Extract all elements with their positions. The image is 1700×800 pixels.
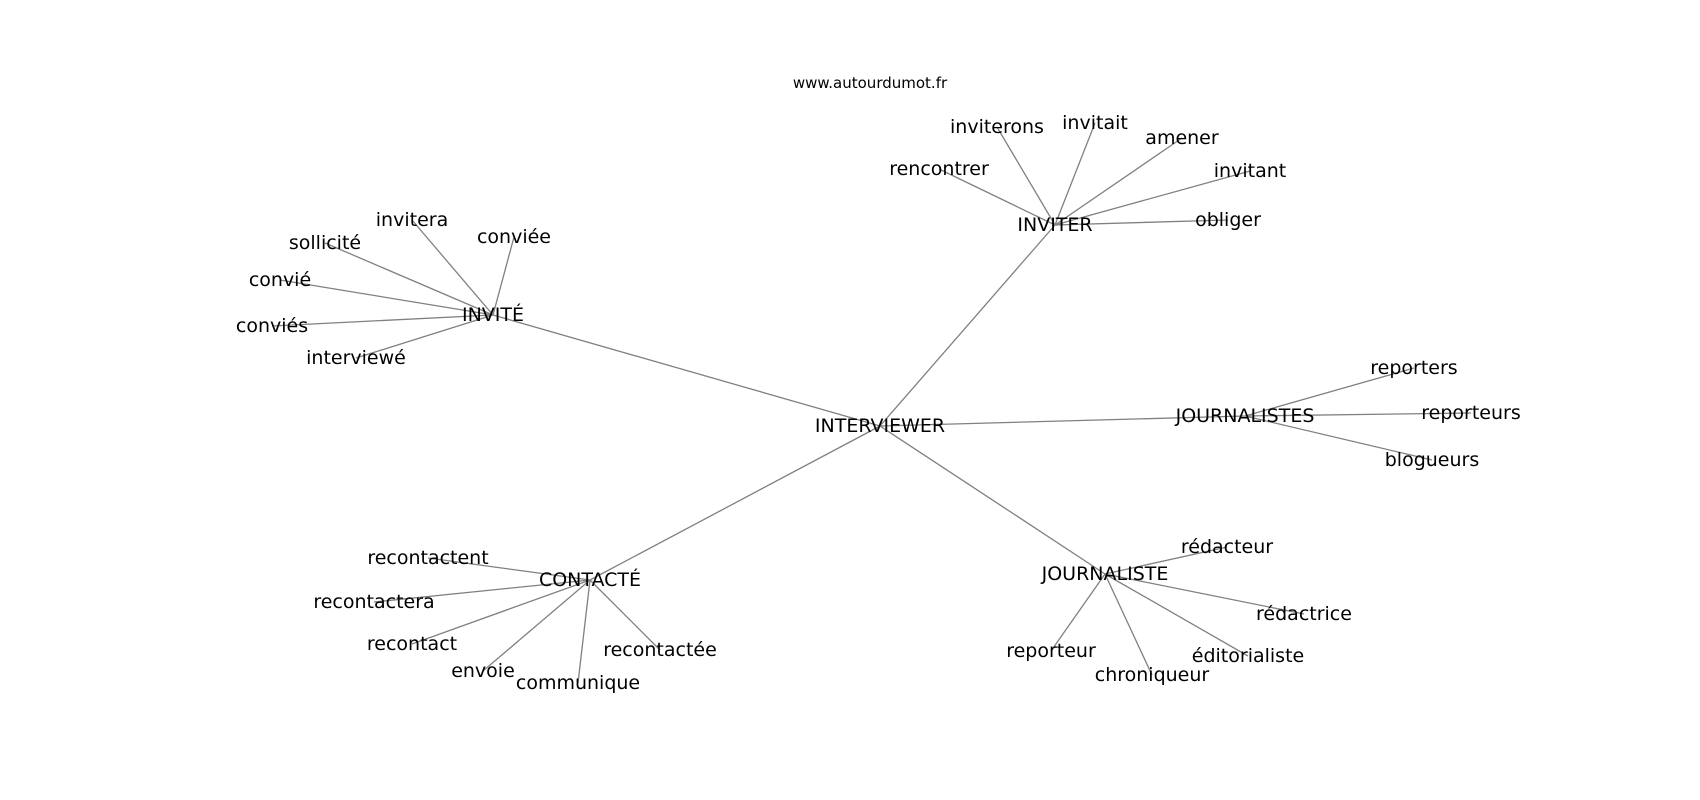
leaf-node[interactable]: recontactent	[367, 547, 488, 569]
leaf-node[interactable]: recontactée	[603, 639, 717, 661]
graph-labels: www.autourdumot.fr INTERVIEWER INVITÉ invi…	[236, 74, 1521, 694]
center-node[interactable]: INTERVIEWER	[815, 415, 945, 437]
edge-invite-leaf	[271, 314, 494, 327]
edge-center-journalistes	[879, 415, 1246, 427]
leaf-node[interactable]: rencontrer	[889, 158, 989, 180]
edge-inviter-leaf	[996, 126, 1056, 226]
leaf-node[interactable]: invitait	[1062, 112, 1128, 134]
leaf-node[interactable]: conviée	[477, 226, 551, 248]
edge-contacte-leaf	[589, 579, 661, 651]
edge-center-invite	[492, 314, 881, 427]
edge-contacte-leaf	[411, 579, 591, 645]
leaf-node[interactable]: inviterons	[950, 116, 1044, 138]
edge-invite-leaf	[411, 219, 494, 316]
leaf-node[interactable]: invitant	[1214, 160, 1286, 182]
edge-inviter-leaf	[1054, 219, 1229, 226]
leaf-node[interactable]: convié	[249, 269, 311, 291]
edge-journalistes-leaf	[1244, 367, 1415, 417]
leaf-node[interactable]: conviés	[236, 315, 308, 337]
edge-contacte-leaf	[577, 579, 591, 684]
edge-center-inviter	[879, 224, 1056, 427]
leaf-node[interactable]: amener	[1145, 127, 1219, 149]
leaf-node[interactable]: envoie	[451, 660, 515, 682]
edge-center-journaliste	[879, 425, 1106, 575]
edge-journaliste-leaf	[1104, 573, 1249, 657]
leaf-node[interactable]: sollicité	[289, 232, 361, 254]
leaf-node[interactable]: obliger	[1195, 209, 1261, 231]
edge-inviter-leaf	[1054, 137, 1183, 226]
leaf-node[interactable]: rédactrice	[1256, 603, 1352, 625]
graph-edges	[271, 122, 1472, 684]
leaf-node[interactable]: reporteur	[1006, 640, 1096, 662]
edge-inviter-leaf	[1054, 122, 1096, 226]
leaf-node[interactable]: rédacteur	[1181, 536, 1273, 558]
site-url[interactable]: www.autourdumot.fr	[793, 74, 948, 92]
edge-invite-leaf	[492, 236, 515, 316]
edge-inviter-leaf	[1054, 170, 1251, 226]
edge-contacte-leaf	[373, 579, 591, 603]
edge-journalistes-leaf	[1244, 415, 1433, 461]
edge-journaliste-leaf	[1104, 573, 1153, 676]
hub-node-inviter[interactable]: INVITER	[1017, 214, 1092, 236]
leaf-node[interactable]: communique	[516, 672, 640, 694]
leaf-node[interactable]: reporteurs	[1421, 402, 1520, 424]
edge-contacte-leaf	[482, 579, 591, 672]
edge-invite-leaf	[279, 279, 494, 316]
edge-invite-leaf	[324, 242, 494, 316]
leaf-node[interactable]: recontactera	[313, 591, 434, 613]
edge-journalistes-leaf	[1244, 412, 1472, 417]
hub-node-contacte[interactable]: CONTACTÉ	[539, 568, 641, 591]
edge-journaliste-leaf	[1104, 573, 1305, 615]
edge-inviter-leaf	[938, 168, 1056, 226]
hub-node-invite[interactable]: INVITÉ	[462, 303, 524, 326]
leaf-node[interactable]: chroniqueur	[1095, 664, 1210, 686]
leaf-node[interactable]: recontact	[367, 633, 457, 655]
hub-node-journalistes[interactable]: JOURNALISTES	[1175, 405, 1315, 427]
hub-node-journaliste[interactable]: JOURNALISTE	[1041, 563, 1169, 585]
edge-invite-leaf	[355, 314, 494, 359]
leaf-node[interactable]: blogueurs	[1385, 449, 1480, 471]
edge-center-contacte	[589, 425, 881, 581]
edge-journaliste-leaf	[1050, 573, 1106, 652]
leaf-node[interactable]: éditorialiste	[1192, 645, 1304, 667]
edge-journaliste-leaf	[1104, 546, 1228, 575]
leaf-node[interactable]: reporters	[1370, 357, 1457, 379]
leaf-node[interactable]: interviewé	[306, 347, 406, 369]
leaf-node[interactable]: invitera	[376, 209, 448, 231]
edge-contacte-leaf	[427, 557, 591, 581]
